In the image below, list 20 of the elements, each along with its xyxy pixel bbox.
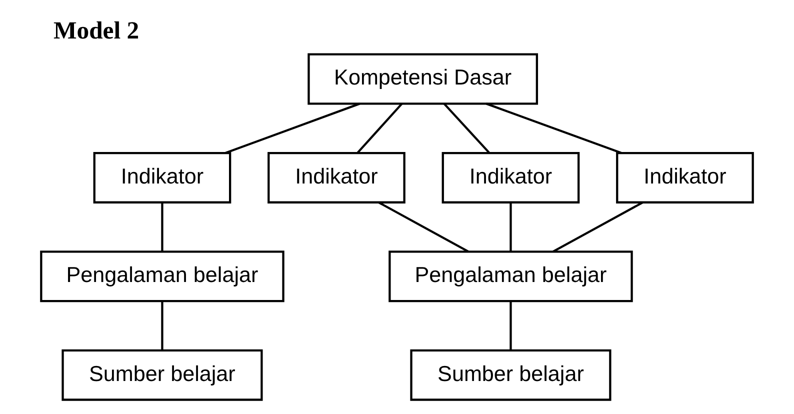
connector: [356, 102, 403, 154]
node-box: Indikator: [93, 152, 232, 204]
connector: [486, 102, 622, 154]
connector: [552, 201, 644, 253]
node-box: Indikator: [616, 152, 754, 204]
connector: [161, 301, 164, 350]
connector: [510, 301, 512, 350]
node-box: Kompetensi Dasar: [308, 53, 538, 105]
node-box: Sumber belajar: [62, 349, 263, 401]
node-box: Pengalaman belajar: [388, 250, 633, 302]
connector: [443, 102, 490, 154]
connector: [378, 201, 469, 253]
connector: [225, 102, 360, 154]
connector: [510, 202, 512, 252]
diagram-title: Model 2: [54, 18, 140, 45]
connector: [161, 202, 164, 252]
node-box: Pengalaman belajar: [40, 250, 284, 302]
node-box: Indikator: [268, 152, 406, 204]
node-box: Sumber belajar: [410, 349, 612, 401]
node-box: Indikator: [442, 152, 580, 204]
